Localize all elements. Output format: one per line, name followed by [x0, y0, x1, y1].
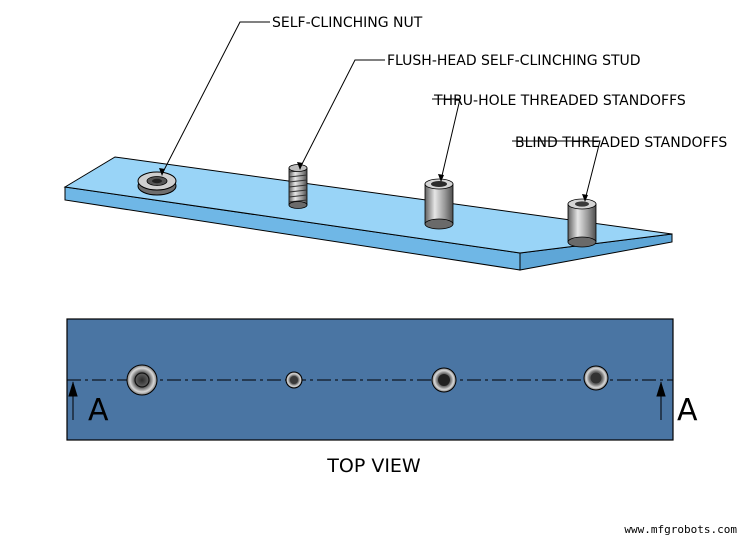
section-arrow-left	[68, 381, 78, 420]
leader-arrows	[159, 162, 588, 202]
callout-stud: FLUSH-HEAD SELF-CLINCHING STUD	[387, 53, 641, 69]
top-hole-blind	[583, 365, 609, 391]
watermark: www.mfgrobots.com	[624, 523, 737, 536]
leader-blind	[512, 140, 601, 201]
top-hole-nut	[126, 364, 158, 396]
callout-nut: SELF-CLINCHING NUT	[272, 15, 423, 31]
thru-standoff-part	[424, 178, 454, 230]
iso-view: SELF-CLINCHING NUT FLUSH-HEAD SELF-CLINC…	[63, 15, 727, 271]
leader-lines	[161, 21, 601, 201]
section-label-right: A	[677, 393, 698, 428]
view-title: TOP VIEW	[326, 455, 421, 477]
callout-blind: BLIND THREADED STANDOFFS	[515, 135, 727, 151]
section-arrow-right	[656, 381, 666, 420]
leader-nut	[161, 21, 270, 175]
top-hole-stud	[285, 371, 303, 389]
nut-part	[137, 171, 177, 196]
iso-plate-top	[63, 156, 673, 254]
stud-part	[288, 164, 308, 209]
leader-stud	[299, 59, 385, 169]
blind-standoff-part	[567, 198, 597, 248]
top-view: A A TOP VIEW	[66, 318, 698, 477]
top-hole-thru	[431, 367, 457, 393]
callout-thru: THRU-HOLE THREADED STANDOFFS	[433, 93, 686, 109]
section-label-left: A	[88, 393, 109, 428]
leader-thru	[432, 98, 461, 181]
